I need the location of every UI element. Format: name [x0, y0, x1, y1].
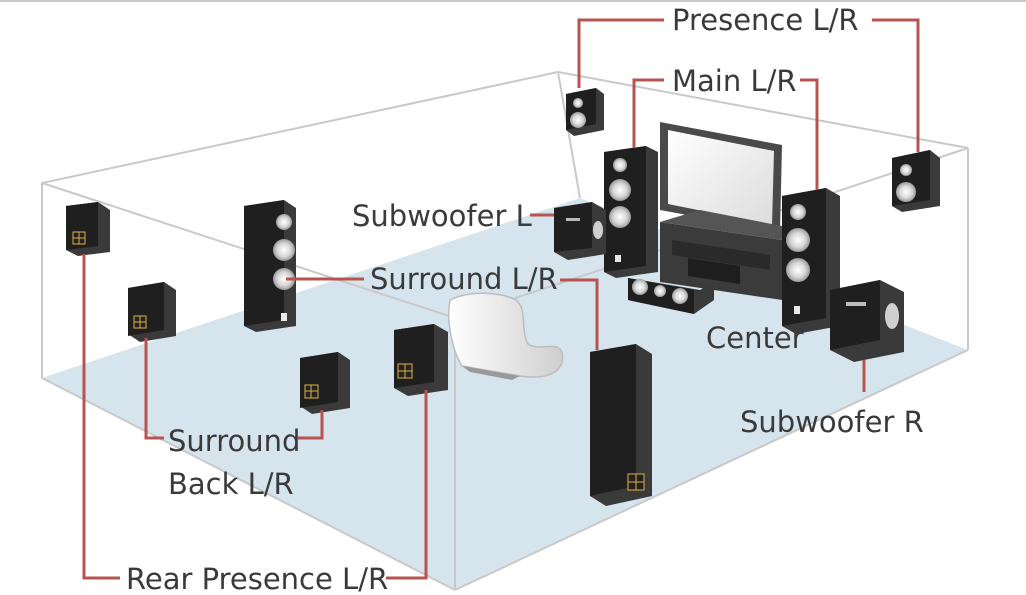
leader-presence-left — [577, 18, 664, 88]
leader-surround-right — [560, 278, 599, 350]
tv-and-rack — [660, 122, 782, 300]
presence-right-speaker — [892, 150, 940, 212]
surround-back-left-speaker — [128, 282, 176, 342]
leader-main-left — [632, 78, 664, 148]
label-surround: Surround L/R — [370, 262, 558, 296]
surround-left-speaker — [244, 200, 296, 332]
presence-left-speaker — [566, 88, 604, 136]
label-subwoofer-right: Subwoofer R — [740, 405, 924, 439]
leader-main-right — [800, 78, 819, 190]
listening-chair — [447, 292, 564, 380]
leader-surround-back-left — [144, 338, 164, 440]
leader-lines — [82, 18, 920, 580]
label-center: Center — [706, 321, 804, 355]
label-rear-presence: Rear Presence L/R — [126, 562, 388, 595]
center-speaker — [628, 278, 714, 314]
rear-presence-right-speaker — [394, 324, 448, 396]
leader-rear-presence-left — [82, 254, 120, 580]
label-presence: Presence L/R — [672, 3, 859, 37]
leader-rear-presence-right — [386, 390, 428, 580]
subwoofer-left — [554, 202, 606, 260]
label-surround-back-line1: Surround — [168, 424, 300, 458]
subwoofer-right — [830, 280, 904, 362]
surround-back-right-speaker — [300, 352, 350, 414]
label-main: Main L/R — [672, 64, 797, 98]
rear-presence-left-speaker — [66, 202, 110, 256]
leader-surround-back-right — [298, 410, 324, 440]
main-right-speaker — [782, 188, 840, 334]
surround-right-speaker — [590, 344, 652, 506]
main-left-speaker — [604, 146, 658, 278]
room-floor — [42, 198, 968, 590]
leader-presence-right — [872, 18, 920, 152]
label-subwoofer-left: Subwoofer L — [352, 199, 532, 233]
label-surround-back-line2: Back L/R — [168, 467, 294, 501]
